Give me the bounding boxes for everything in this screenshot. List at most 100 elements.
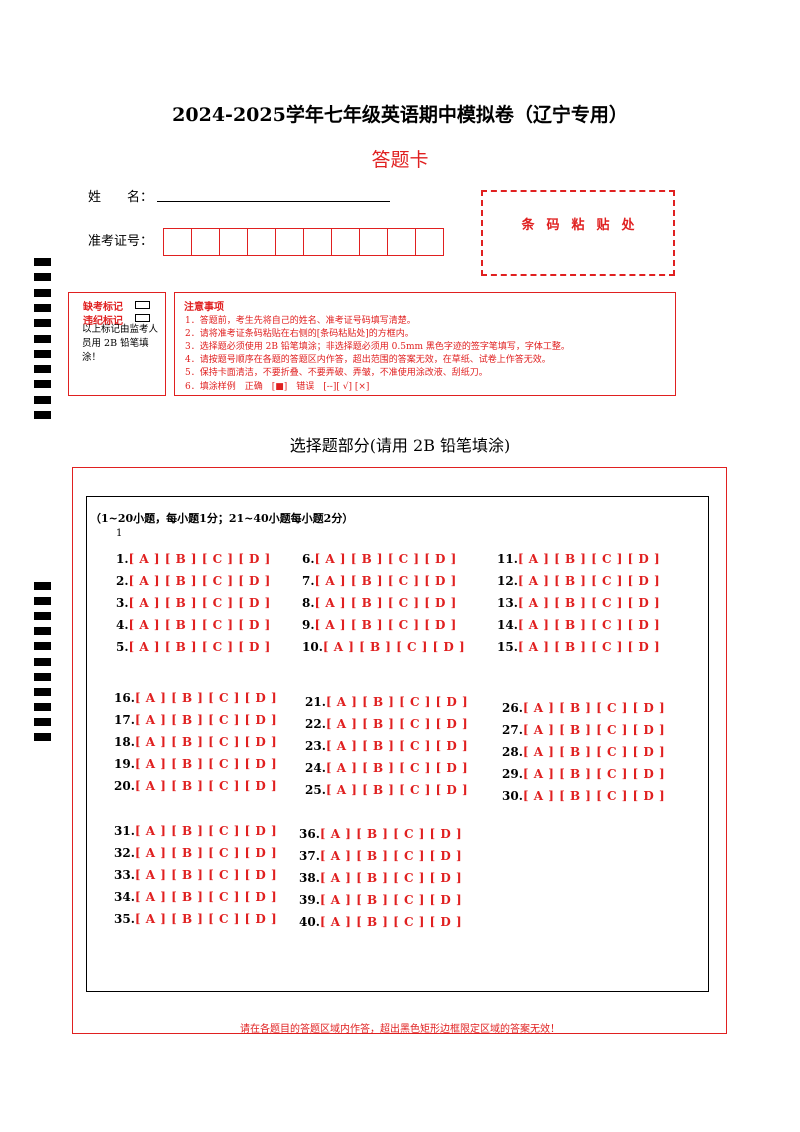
answer-options[interactable]: [ A ] [ B ] [ C ] [ D ] [134,691,278,705]
question-row[interactable]: 30.[ A ] [ B ] [ C ] [ D ] [502,789,665,803]
answer-options[interactable]: [ A ] [ B ] [ C ] [ D ] [319,871,463,885]
answer-options[interactable]: [ A ] [ B ] [ C ] [ D ] [517,574,661,588]
question-row[interactable]: 26.[ A ] [ B ] [ C ] [ D ] [502,701,665,715]
question-row[interactable]: 6.[ A ] [ B ] [ C ] [ D ] [302,552,457,566]
question-row[interactable]: 29.[ A ] [ B ] [ C ] [ D ] [502,767,665,781]
answer-options[interactable]: [ A ] [ B ] [ C ] [ D ] [128,618,271,632]
question-row[interactable]: 20.[ A ] [ B ] [ C ] [ D ] [114,779,277,793]
question-row[interactable]: 17.[ A ] [ B ] [ C ] [ D ] [114,713,277,727]
exam-number-digit-box[interactable] [387,228,416,256]
answer-options[interactable]: [ A ] [ B ] [ C ] [ D ] [517,618,661,632]
question-row[interactable]: 36.[ A ] [ B ] [ C ] [ D ] [299,827,462,841]
exam-number-digit-box[interactable] [163,228,192,256]
question-row[interactable]: 33.[ A ] [ B ] [ C ] [ D ] [114,868,277,882]
answer-options[interactable]: [ A ] [ B ] [ C ] [ D ] [325,761,469,775]
answer-options[interactable]: [ A ] [ B ] [ C ] [ D ] [134,824,278,838]
question-number: 8. [302,596,315,610]
question-row[interactable]: 2.[ A ] [ B ] [ C ] [ D ] [116,574,271,588]
answer-options[interactable]: [ A ] [ B ] [ C ] [ D ] [522,789,666,803]
exam-number-digit-box[interactable] [303,228,332,256]
question-row[interactable]: 13.[ A ] [ B ] [ C ] [ D ] [497,596,660,610]
answer-options[interactable]: [ A ] [ B ] [ C ] [ D ] [134,890,278,904]
question-row[interactable]: 11.[ A ] [ B ] [ C ] [ D ] [497,552,660,566]
question-row[interactable]: 8.[ A ] [ B ] [ C ] [ D ] [302,596,457,610]
exam-number-digit-box[interactable] [359,228,388,256]
answer-options[interactable]: [ A ] [ B ] [ C ] [ D ] [134,779,278,793]
exam-number-digit-box[interactable] [415,228,444,256]
answer-options[interactable]: [ A ] [ B ] [ C ] [ D ] [128,596,271,610]
question-row[interactable]: 25.[ A ] [ B ] [ C ] [ D ] [305,783,468,797]
question-row[interactable]: 21.[ A ] [ B ] [ C ] [ D ] [305,695,468,709]
answer-options[interactable]: [ A ] [ B ] [ C ] [ D ] [325,739,469,753]
question-row[interactable]: 15.[ A ] [ B ] [ C ] [ D ] [497,640,660,654]
answer-options[interactable]: [ A ] [ B ] [ C ] [ D ] [128,640,271,654]
question-row[interactable]: 1.[ A ] [ B ] [ C ] [ D ] [116,552,271,566]
exam-number-boxes[interactable] [163,228,444,256]
question-row[interactable]: 5.[ A ] [ B ] [ C ] [ D ] [116,640,271,654]
question-number: 30. [502,789,523,803]
exam-number-digit-box[interactable] [331,228,360,256]
question-row[interactable]: 24.[ A ] [ B ] [ C ] [ D ] [305,761,468,775]
question-row[interactable]: 38.[ A ] [ B ] [ C ] [ D ] [299,871,462,885]
exam-number-digit-box[interactable] [247,228,276,256]
exam-number-digit-box[interactable] [219,228,248,256]
answer-options[interactable]: [ A ] [ B ] [ C ] [ D ] [517,640,661,654]
answer-options[interactable]: [ A ] [ B ] [ C ] [ D ] [134,757,278,771]
name-field[interactable] [157,201,390,202]
exam-number-digit-box[interactable] [275,228,304,256]
question-row[interactable]: 23.[ A ] [ B ] [ C ] [ D ] [305,739,468,753]
answer-options[interactable]: [ A ] [ B ] [ C ] [ D ] [522,745,666,759]
absent-mark-box[interactable] [135,301,150,309]
question-number: 11. [497,552,518,566]
question-row[interactable]: 16.[ A ] [ B ] [ C ] [ D ] [114,691,277,705]
question-row[interactable]: 7.[ A ] [ B ] [ C ] [ D ] [302,574,457,588]
question-row[interactable]: 37.[ A ] [ B ] [ C ] [ D ] [299,849,462,863]
question-row[interactable]: 34.[ A ] [ B ] [ C ] [ D ] [114,890,277,904]
answer-options[interactable]: [ A ] [ B ] [ C ] [ D ] [128,552,271,566]
timing-mark [34,395,51,404]
question-row[interactable]: 40.[ A ] [ B ] [ C ] [ D ] [299,915,462,929]
answer-options[interactable]: [ A ] [ B ] [ C ] [ D ] [134,735,278,749]
answer-options[interactable]: [ A ] [ B ] [ C ] [ D ] [319,827,463,841]
question-row[interactable]: 3.[ A ] [ B ] [ C ] [ D ] [116,596,271,610]
question-row[interactable]: 9.[ A ] [ B ] [ C ] [ D ] [302,618,457,632]
answer-options[interactable]: [ A ] [ B ] [ C ] [ D ] [517,552,661,566]
exam-number-digit-box[interactable] [191,228,220,256]
answer-options[interactable]: [ A ] [ B ] [ C ] [ D ] [322,640,466,654]
question-row[interactable]: 27.[ A ] [ B ] [ C ] [ D ] [502,723,665,737]
question-row[interactable]: 32.[ A ] [ B ] [ C ] [ D ] [114,846,277,860]
answer-options[interactable]: [ A ] [ B ] [ C ] [ D ] [325,695,469,709]
question-row[interactable]: 4.[ A ] [ B ] [ C ] [ D ] [116,618,271,632]
answer-options[interactable]: [ A ] [ B ] [ C ] [ D ] [517,596,661,610]
answer-options[interactable]: [ A ] [ B ] [ C ] [ D ] [128,574,271,588]
answer-options[interactable]: [ A ] [ B ] [ C ] [ D ] [314,552,457,566]
answer-options[interactable]: [ A ] [ B ] [ C ] [ D ] [325,783,469,797]
answer-options[interactable]: [ A ] [ B ] [ C ] [ D ] [319,915,463,929]
answer-options[interactable]: [ A ] [ B ] [ C ] [ D ] [319,893,463,907]
question-row[interactable]: 10.[ A ] [ B ] [ C ] [ D ] [302,640,465,654]
answer-options[interactable]: [ A ] [ B ] [ C ] [ D ] [314,596,457,610]
answer-options[interactable]: [ A ] [ B ] [ C ] [ D ] [314,618,457,632]
answer-options[interactable]: [ A ] [ B ] [ C ] [ D ] [134,868,278,882]
question-row[interactable]: 22.[ A ] [ B ] [ C ] [ D ] [305,717,468,731]
question-row[interactable]: 12.[ A ] [ B ] [ C ] [ D ] [497,574,660,588]
answer-options[interactable]: [ A ] [ B ] [ C ] [ D ] [314,574,457,588]
question-number: 39. [299,893,320,907]
answer-options[interactable]: [ A ] [ B ] [ C ] [ D ] [134,713,278,727]
answer-options[interactable]: [ A ] [ B ] [ C ] [ D ] [522,723,666,737]
answer-options[interactable]: [ A ] [ B ] [ C ] [ D ] [134,846,278,860]
question-number: 29. [502,767,523,781]
question-row[interactable]: 28.[ A ] [ B ] [ C ] [ D ] [502,745,665,759]
question-row[interactable]: 18.[ A ] [ B ] [ C ] [ D ] [114,735,277,749]
question-row[interactable]: 19.[ A ] [ B ] [ C ] [ D ] [114,757,277,771]
answer-options[interactable]: [ A ] [ B ] [ C ] [ D ] [522,767,666,781]
answer-options[interactable]: [ A ] [ B ] [ C ] [ D ] [319,849,463,863]
question-row[interactable]: 31.[ A ] [ B ] [ C ] [ D ] [114,824,277,838]
violation-mark-box[interactable] [135,314,150,322]
question-row[interactable]: 14.[ A ] [ B ] [ C ] [ D ] [497,618,660,632]
answer-options[interactable]: [ A ] [ B ] [ C ] [ D ] [522,701,666,715]
question-row[interactable]: 35.[ A ] [ B ] [ C ] [ D ] [114,912,277,926]
answer-options[interactable]: [ A ] [ B ] [ C ] [ D ] [325,717,469,731]
answer-options[interactable]: [ A ] [ B ] [ C ] [ D ] [134,912,278,926]
question-row[interactable]: 39.[ A ] [ B ] [ C ] [ D ] [299,893,462,907]
